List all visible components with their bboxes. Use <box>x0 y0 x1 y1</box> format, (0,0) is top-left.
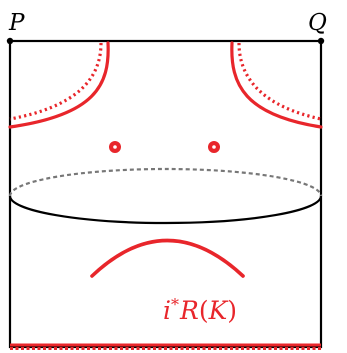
red-curve-top-left-dotted <box>9 42 103 121</box>
formula-close-paren: ) <box>227 296 237 325</box>
point-p <box>6 37 14 45</box>
label-p: P <box>8 10 25 36</box>
ellipse-back-dashed <box>8 167 323 197</box>
ellipse-front-solid <box>8 195 323 225</box>
formula-function: R <box>179 296 199 325</box>
label-q: Q <box>308 10 327 36</box>
formula-symbol: i <box>163 296 171 325</box>
red-dot-right-center <box>212 145 216 149</box>
formula-argument: K <box>208 296 229 325</box>
red-curve-top-right-dotted <box>237 42 322 121</box>
red-curve-top-right-solid <box>230 41 323 129</box>
red-dot-left-center <box>113 145 117 149</box>
formula-label: i*R(K) <box>163 295 237 325</box>
formula-superscript: * <box>171 295 179 314</box>
point-q <box>317 37 325 45</box>
red-arc <box>90 238 245 278</box>
red-curve-top-left-solid <box>8 41 110 129</box>
formula-open-paren: ( <box>199 296 209 325</box>
